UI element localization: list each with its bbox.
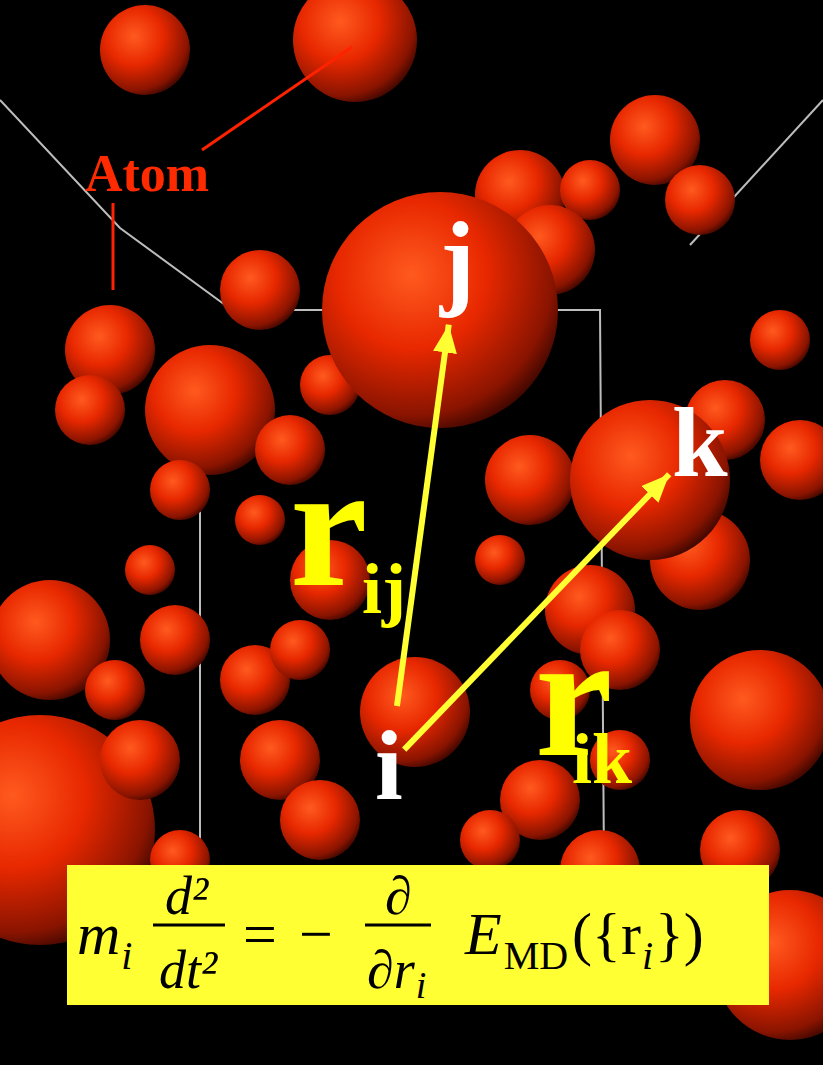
equation-term: MD [504,936,568,976]
atom-letter: i [375,708,403,823]
equation-term: i [121,936,132,976]
equation-term: }) [655,904,704,964]
atom-letter: k [672,385,728,500]
equation-box: mid²dt²=−∂∂riEMD({ri}) [67,865,769,1005]
equation-term: E [465,904,502,964]
equation-term: i [416,966,427,1004]
vector-arrow [397,325,449,706]
vector-subscript: ik [572,723,632,795]
atom-caption: Atom [85,148,209,200]
equation-term: i [642,936,653,976]
vector-symbol: r [290,439,368,614]
equation-term: − [299,904,333,964]
equation-term: ({r [572,904,641,964]
equation-term: d² [165,869,208,923]
equation-term: m [77,904,120,964]
equation-term: = [243,904,277,964]
equation-term: dt² [159,943,217,997]
atom-label: j [440,200,475,321]
fraction-bars [153,924,431,927]
equation-term: ∂r [367,943,415,997]
atom-letter: j [440,200,475,321]
equation-panel [67,865,769,1005]
atom-label: k [672,385,728,500]
atom-spheres [0,0,823,1040]
vector-subscript: ij [362,553,406,625]
equation-term: ∂ [385,869,412,923]
atom-label: i [375,708,403,823]
